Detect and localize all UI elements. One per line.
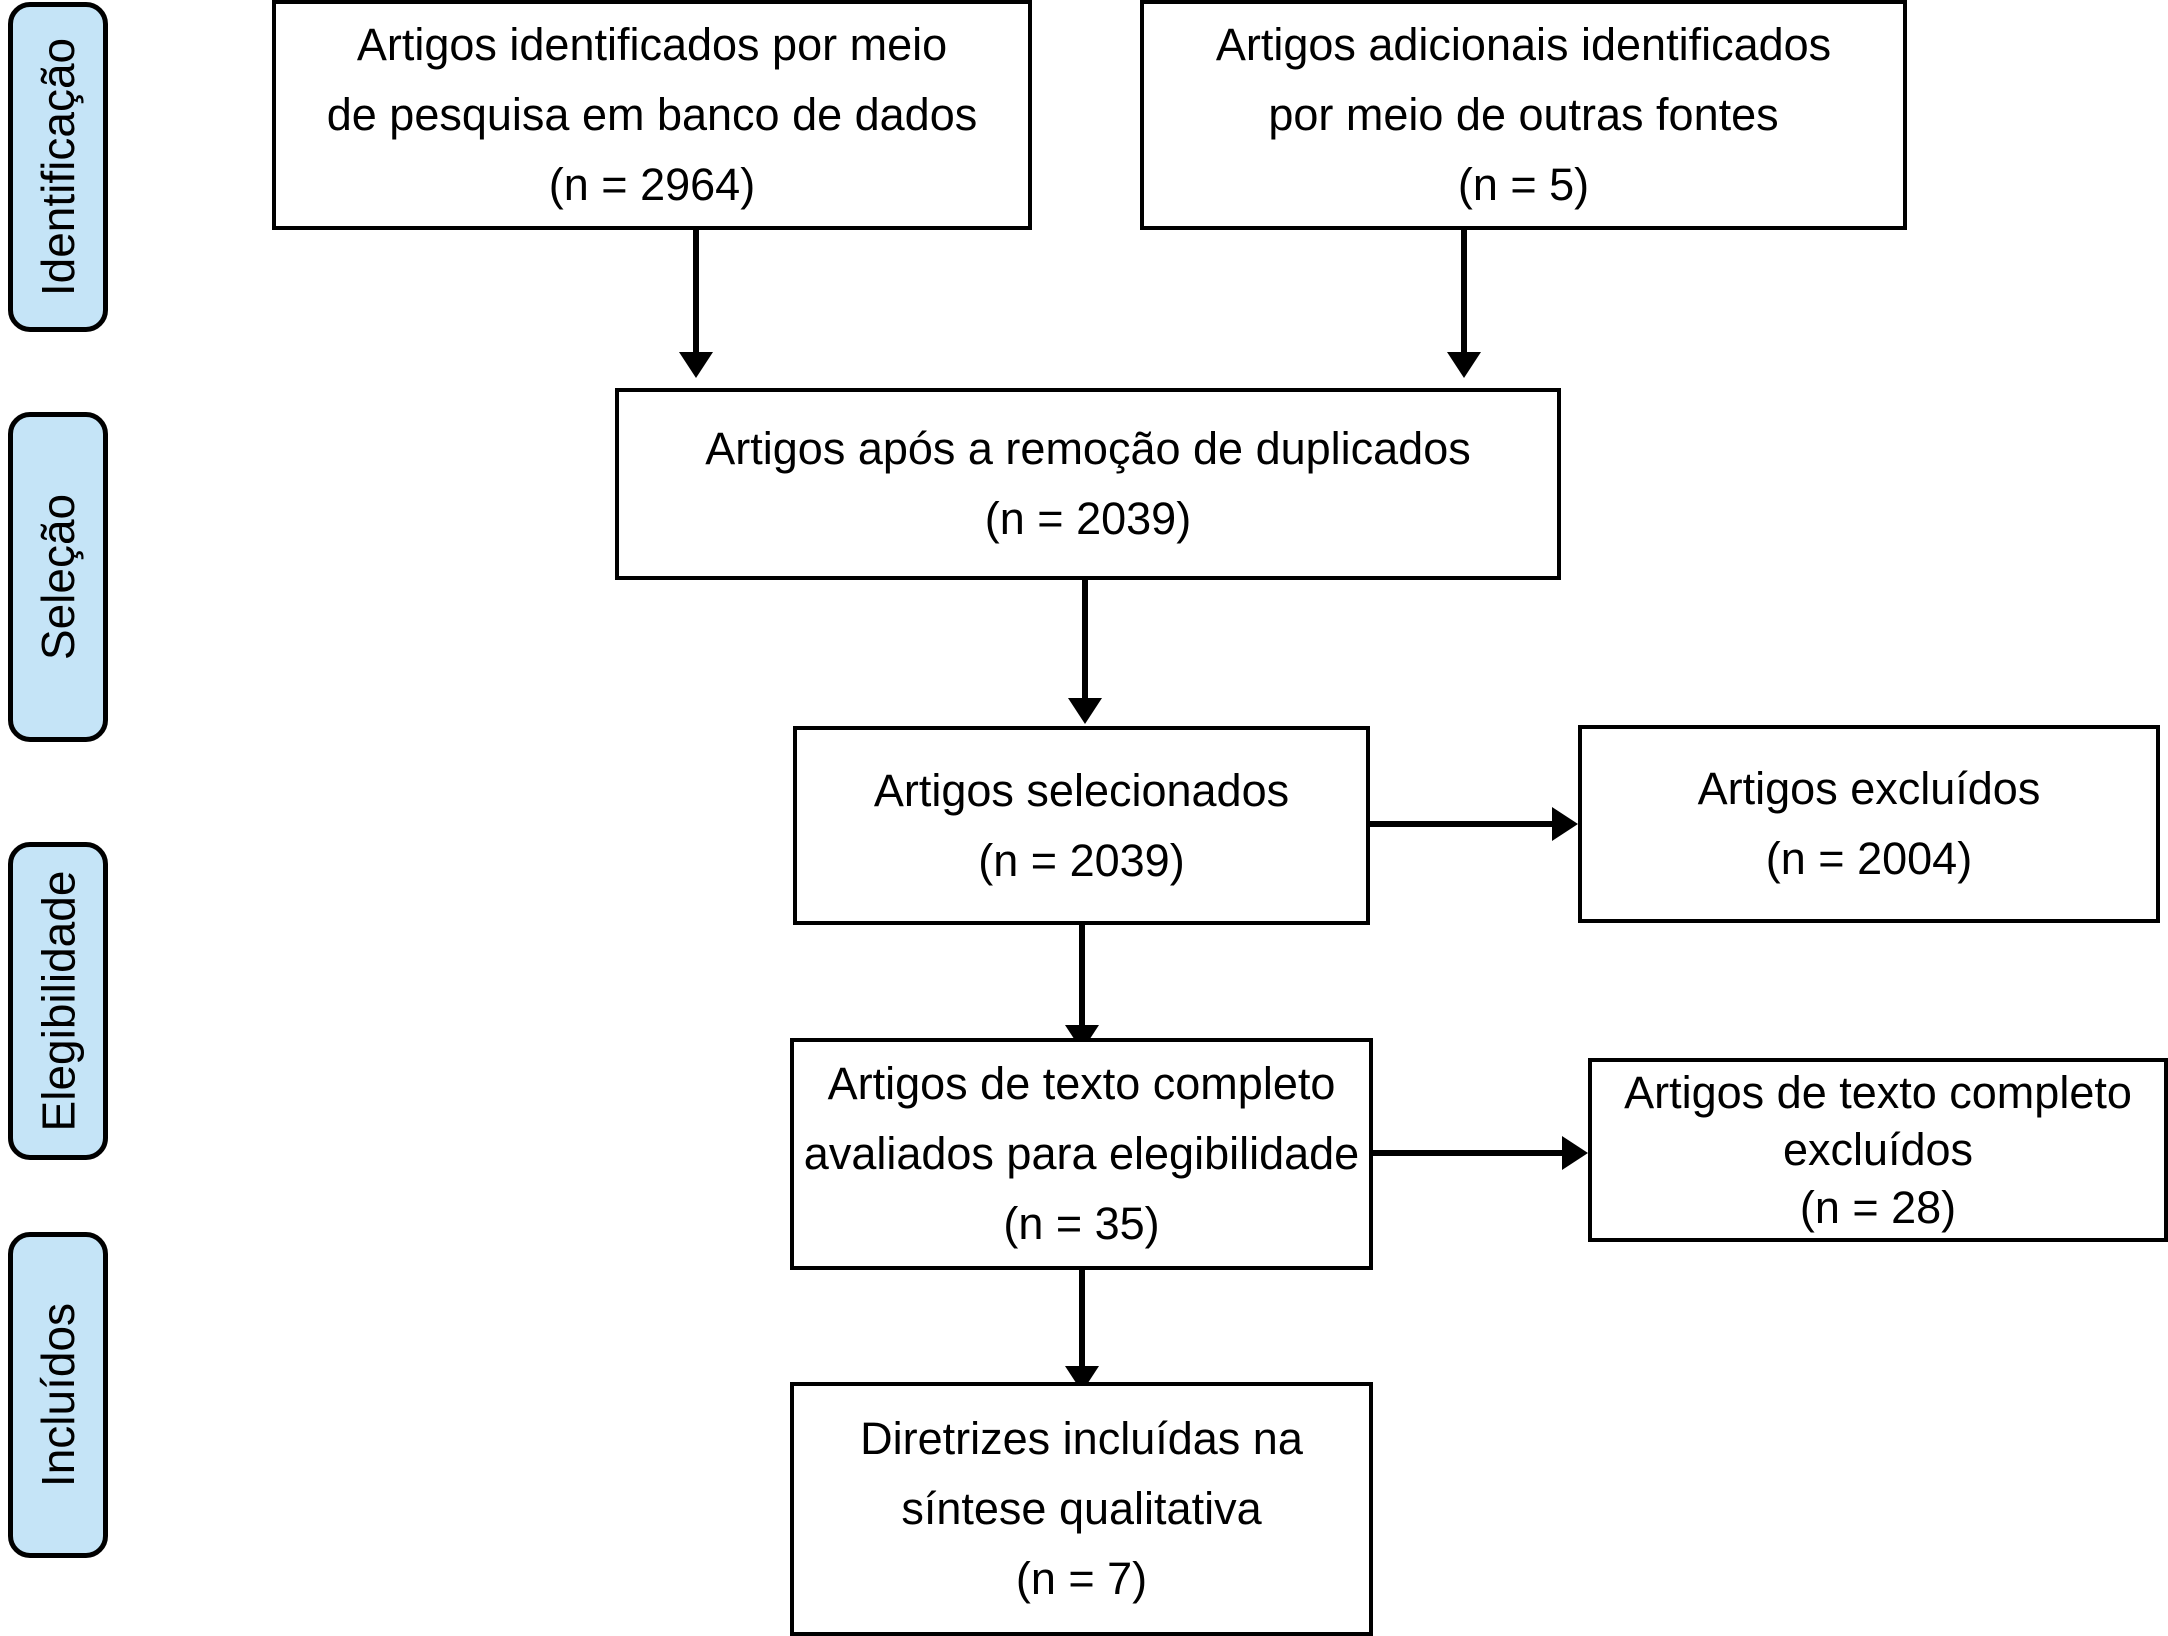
stage-label-identificacao: Identificação xyxy=(8,2,108,332)
box-after-duplicates-count: (n = 2039) xyxy=(984,493,1192,544)
box-included: Diretrizes incluídas na síntese qualitat… xyxy=(790,1382,1373,1636)
box-database-records-line1: Artigos identificados por meio xyxy=(356,19,948,71)
arrowhead-screened-to-excluded xyxy=(1552,807,1578,841)
box-included-line2: síntese qualitativa xyxy=(901,1483,1262,1535)
connector-screened-to-fulltext-assessed xyxy=(1079,925,1085,1025)
connector-fulltext-assessed-to-included xyxy=(1079,1270,1085,1366)
box-after-duplicates: Artigos após a remoção de duplicados (n … xyxy=(615,388,1561,580)
stage-label-selecao-text: Seleção xyxy=(32,493,85,661)
arrowhead-other-sources-to-after-duplicates xyxy=(1447,352,1481,378)
box-screened-count: (n = 2039) xyxy=(978,834,1185,886)
box-excluded-line1: Artigos excluídos xyxy=(1697,763,2041,815)
box-database-records: Artigos identificados por meio de pesqui… xyxy=(272,0,1032,230)
stage-label-elegibilidade-text: Elegibilidade xyxy=(32,870,84,1132)
box-fulltext-excluded: Artigos de texto completo excluídos (n =… xyxy=(1588,1058,2168,1242)
connector-other-sources-to-after-duplicates xyxy=(1461,230,1467,352)
stage-label-identificacao-text: Identificação xyxy=(32,37,84,297)
box-other-sources-line2: por meio de outras fontes xyxy=(1268,89,1779,141)
box-included-line1: Diretrizes incluídas na xyxy=(860,1413,1303,1465)
box-fulltext-assessed-line1: Artigos de texto completo xyxy=(827,1058,1336,1110)
box-fulltext-assessed-count: (n = 35) xyxy=(1003,1197,1160,1249)
arrowhead-fulltext-assessed-to-fulltext-excluded xyxy=(1562,1136,1588,1170)
connector-after-duplicates-to-screened xyxy=(1082,580,1088,698)
box-fulltext-assessed-line2: avaliados para elegibilidade xyxy=(803,1128,1360,1180)
box-fulltext-excluded-line2: excluídos xyxy=(1782,1124,1974,1176)
box-screened: Artigos selecionados (n = 2039) xyxy=(793,726,1370,925)
stage-label-incluidos-text: Incluídos xyxy=(32,1302,84,1488)
connector-database-records-to-after-duplicates xyxy=(693,230,699,352)
connector-fulltext-assessed-to-fulltext-excluded xyxy=(1373,1150,1563,1156)
arrowhead-database-records-to-after-duplicates xyxy=(679,352,713,378)
stage-label-elegibilidade: Elegibilidade xyxy=(8,842,108,1160)
box-database-records-count: (n = 2964) xyxy=(548,158,756,210)
box-excluded: Artigos excluídos (n = 2004) xyxy=(1578,725,2160,923)
arrowhead-after-duplicates-to-screened xyxy=(1068,698,1102,724)
box-other-sources-count: (n = 5) xyxy=(1457,158,1590,210)
box-fulltext-assessed: Artigos de texto completo avaliados para… xyxy=(790,1038,1373,1270)
stage-label-incluidos: Incluídos xyxy=(8,1232,108,1558)
box-database-records-line2: de pesquisa em banco de dados xyxy=(326,89,978,141)
box-fulltext-excluded-line1: Artigos de texto completo xyxy=(1624,1066,2132,1118)
box-excluded-count: (n = 2004) xyxy=(1765,833,1973,884)
connector-screened-to-excluded xyxy=(1370,821,1554,827)
box-fulltext-excluded-count: (n = 28) xyxy=(1799,1181,1957,1233)
box-other-sources: Artigos adicionais identificados por mei… xyxy=(1140,0,1907,230)
box-after-duplicates-line1: Artigos após a remoção de duplicados xyxy=(705,423,1471,475)
box-screened-line1: Artigos selecionados xyxy=(873,764,1290,816)
box-included-count: (n = 7) xyxy=(1015,1552,1148,1604)
stage-label-selecao: Seleção xyxy=(8,412,108,742)
box-other-sources-line1: Artigos adicionais identificados xyxy=(1215,19,1832,71)
